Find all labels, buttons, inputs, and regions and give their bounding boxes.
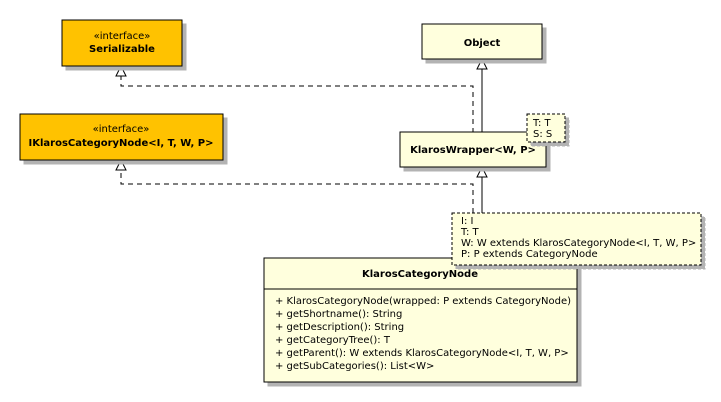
klaros-category-node-type-params: I: I T: T W: W extends KlarosCategoryNod…	[451, 212, 702, 266]
iklaros-stereotype: «interface»	[93, 124, 150, 135]
arrowhead-wrapper	[476, 165, 488, 178]
arrowhead-interface	[115, 158, 127, 171]
node-type-param: P: P extends CategoryNode	[461, 249, 598, 260]
serializable-node: «interface» Serializable	[61, 19, 183, 67]
operation: + getShortname(): String	[275, 309, 402, 320]
iklaros-category-node-interface: «interface» IKlarosCategoryNode<I, T, W,…	[19, 113, 224, 161]
klaros-wrapper-name: KlarosWrapper<W, P>	[410, 145, 536, 156]
wrapper-type-param: T: T	[532, 118, 552, 129]
serializable-stereotype: «interface»	[94, 31, 151, 42]
node-type-param: T: T	[460, 227, 480, 238]
object-name: Object	[464, 38, 501, 49]
arrowhead-object	[476, 57, 488, 70]
klaros-wrapper-type-params: T: T S: S	[526, 113, 566, 143]
iklaros-name: IKlarosCategoryNode<I, T, W, P>	[29, 138, 214, 149]
operation: + KlarosCategoryNode(wrapped: P extends …	[275, 296, 571, 307]
klaros-category-node-name: KlarosCategoryNode	[362, 269, 478, 280]
object-node: Object	[421, 23, 543, 60]
realization-node-interface	[120, 169, 474, 258]
operation: + getSubCategories(): List<W>	[275, 361, 434, 372]
operation: + getDescription(): String	[275, 322, 404, 333]
serializable-name: Serializable	[89, 44, 155, 55]
wrapper-type-param: S: S	[533, 129, 552, 140]
klaros-wrapper-node: KlarosWrapper<W, P>	[399, 131, 547, 168]
operation: + getParent(): W extends KlarosCategoryN…	[275, 348, 569, 359]
arrowhead-serializable	[115, 64, 127, 77]
klaros-category-node-class: KlarosCategoryNode + KlarosCategoryNode(…	[263, 257, 578, 383]
node-type-param: W: W extends KlarosCategoryNode<I, T, W,…	[461, 238, 696, 249]
operation: + getCategoryTree(): T	[275, 335, 391, 346]
arrowheads	[115, 57, 488, 178]
node-type-param: I: I	[461, 216, 473, 227]
